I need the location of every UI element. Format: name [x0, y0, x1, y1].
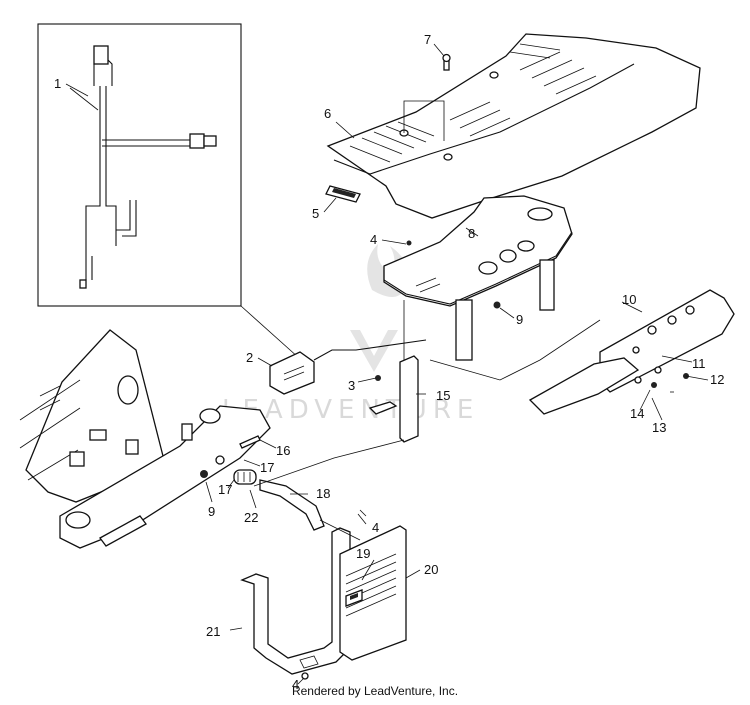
- callout-11: 11: [692, 356, 706, 371]
- footer-credit: Rendered by LeadVenture, Inc.: [291, 684, 459, 698]
- mud-flap: [339, 525, 407, 661]
- callout-10: 10: [622, 292, 636, 307]
- callout-17-lower: 17: [218, 482, 232, 497]
- callout-12: 12: [710, 372, 724, 387]
- light-assembly: [269, 339, 427, 395]
- callout-6: 6: [324, 106, 331, 121]
- callout-9-left: 9: [208, 504, 215, 519]
- callout-3: 3: [348, 378, 355, 393]
- screw-7: [442, 53, 451, 71]
- front-rack: [326, 33, 701, 219]
- bumper: [528, 289, 735, 415]
- callout-4-bottom: 4: [292, 677, 299, 692]
- callout-1: 1: [54, 76, 61, 91]
- flap-bracket: [240, 527, 351, 680]
- callout-19: 19: [356, 546, 370, 561]
- callout-16: 16: [276, 443, 290, 458]
- reflector: [325, 185, 361, 203]
- callout-17-upper: 17: [260, 460, 274, 475]
- callout-13: 13: [652, 420, 666, 435]
- callout-20: 20: [424, 562, 438, 577]
- callout-leaders: [65, 43, 709, 685]
- vehicle-frame: [19, 329, 271, 549]
- callout-18: 18: [316, 486, 330, 501]
- callouts: 1 2 3 4 4 4 4 5 6 7 8 9 9 10 11 12 13 14…: [54, 32, 724, 692]
- hidden-lines: [253, 300, 601, 541]
- inset-leader: [240, 305, 300, 359]
- harness-inset: [37, 23, 242, 307]
- callout-22: 22: [244, 510, 258, 525]
- callout-5: 5: [312, 206, 319, 221]
- callout-4-mid: 4: [372, 520, 379, 535]
- callout-7: 7: [424, 32, 431, 47]
- callout-4-top: 4: [370, 232, 377, 247]
- callout-14: 14: [630, 406, 644, 421]
- callout-15: 15: [436, 388, 450, 403]
- callout-2: 2: [246, 350, 253, 365]
- callout-21: 21: [206, 624, 220, 639]
- support-18: [259, 479, 325, 531]
- rack-support: [383, 195, 573, 361]
- callout-8: 8: [468, 226, 475, 241]
- mount-bracket: [368, 355, 419, 443]
- callout-9-right: 9: [516, 312, 523, 327]
